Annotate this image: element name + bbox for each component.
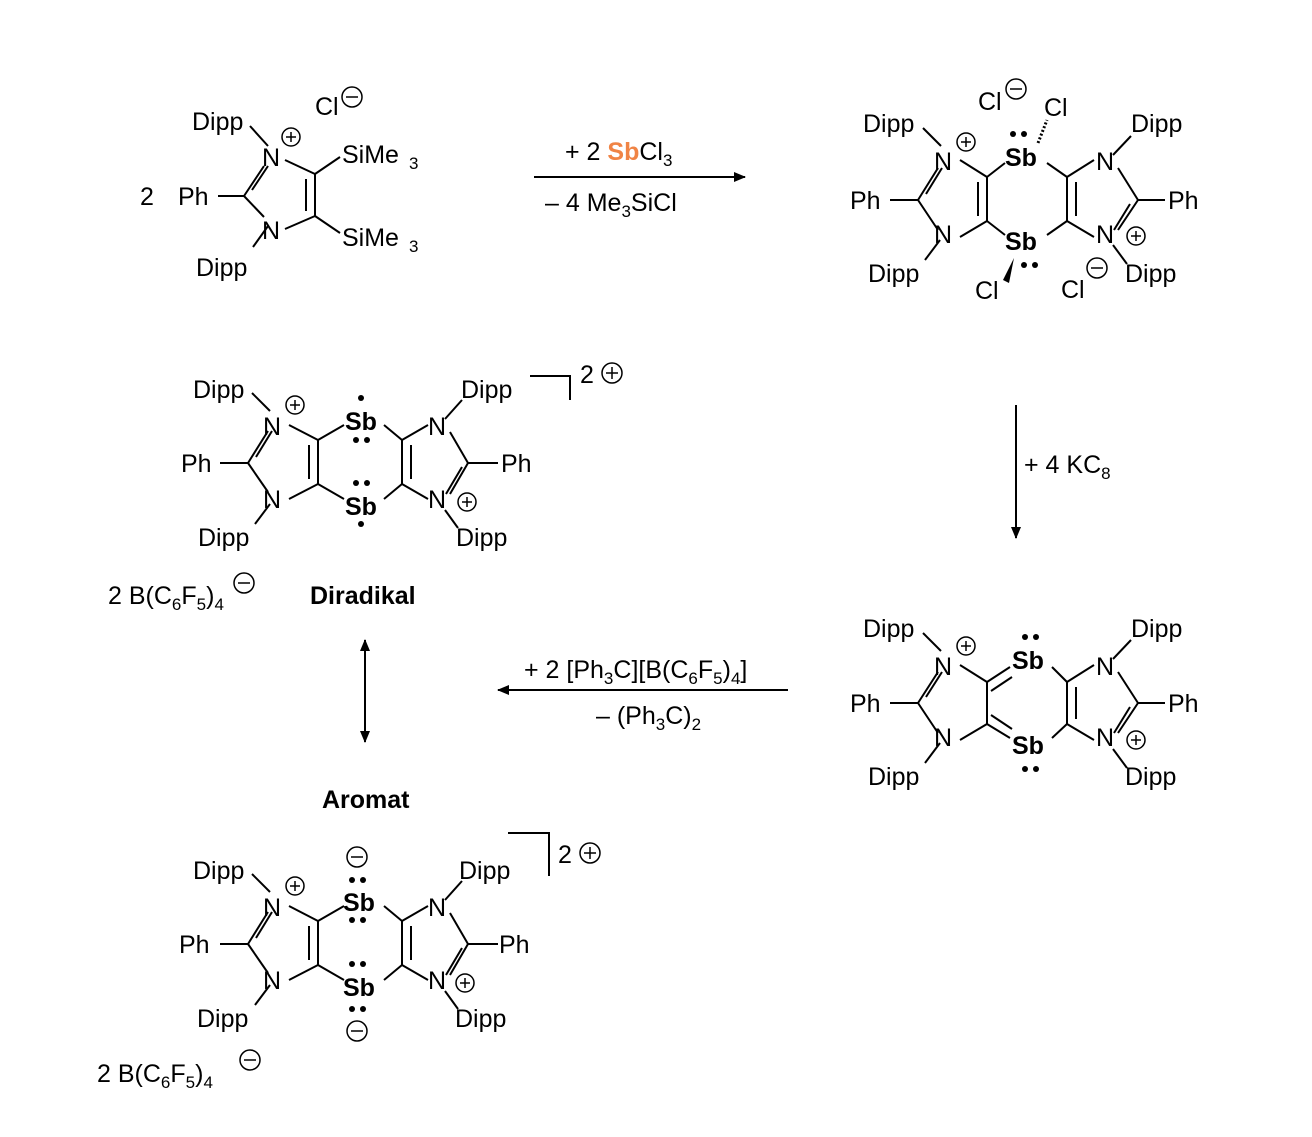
subscript: 3 xyxy=(409,154,418,173)
chloride-label: Cl xyxy=(978,88,1002,116)
dipp-label: Dipp xyxy=(198,524,249,552)
phenyl-label: Ph xyxy=(1168,690,1199,718)
nitrogen-label: N xyxy=(428,967,446,995)
chloride-label: Cl xyxy=(1061,276,1085,304)
chloro-stibine-labels: Dipp N Cl Cl Sb N Dipp Ph Ph N Sb N Dipp… xyxy=(850,88,1199,305)
dipp-label: Dipp xyxy=(863,110,914,138)
antimony-label: Sb xyxy=(1012,647,1044,675)
aromatic-caption: Aromat xyxy=(322,786,410,814)
nitrogen-label: N xyxy=(1096,221,1114,249)
reagent-label: + 2 SbCl3 xyxy=(565,138,672,170)
nitrogen-label: N xyxy=(934,653,952,681)
nitrogen-label: N xyxy=(934,221,952,249)
chloro-stibine-structure xyxy=(890,78,1165,279)
nitrogen-label: N xyxy=(428,413,446,441)
dipp-label: Dipp xyxy=(1125,763,1176,791)
antimony-label: Sb xyxy=(345,408,377,436)
chlorine-label: Cl xyxy=(975,277,999,305)
nitrogen-label: N xyxy=(263,894,281,922)
nitrogen-label: N xyxy=(262,144,280,172)
wedge-bond xyxy=(1003,258,1014,283)
phenyl-label: Ph xyxy=(850,187,881,215)
nitrogen-label: N xyxy=(934,148,952,176)
nitrogen-label: N xyxy=(262,217,280,245)
aromatic-structure xyxy=(220,832,601,1071)
dipp-label: Dipp xyxy=(1131,615,1182,643)
dipp-label: Dipp xyxy=(461,376,512,404)
phenyl-label: Ph xyxy=(1168,187,1199,215)
diradical-structure xyxy=(220,362,623,594)
aromatic-labels: Dipp N Sb N Dipp 2 Ph Ph N Sb N Dipp Dip… xyxy=(97,841,572,1092)
dipp-label: Dipp xyxy=(193,376,244,404)
nitrogen-label: N xyxy=(934,724,952,752)
chlorine-label: Cl xyxy=(1044,94,1068,122)
phenyl-label: Ph xyxy=(179,931,210,959)
antimony-label: Sb xyxy=(1012,732,1044,760)
distibene-structure xyxy=(890,632,1165,769)
dipp-label: Dipp xyxy=(868,763,919,791)
trimethylsilyl-label: SiMe xyxy=(342,224,399,252)
charge-label: 2 xyxy=(580,361,594,389)
diradical-labels: Dipp N Sb N Dipp 2 Ph Ph N Sb N Dipp Dip… xyxy=(108,361,594,614)
dipp-label: Dipp xyxy=(193,857,244,885)
phenyl-label: Ph xyxy=(850,690,881,718)
diradical-caption: Diradikal xyxy=(310,582,416,610)
dipp-label: Dipp xyxy=(197,1005,248,1033)
trimethylsilyl-label: SiMe xyxy=(342,141,399,169)
chloride-label: Cl xyxy=(315,93,339,121)
dipp-label: Dipp xyxy=(459,857,510,885)
lone-pairs xyxy=(1022,634,1039,772)
coefficient-label: 2 xyxy=(140,183,154,211)
reagent-label: + 4 KC8 xyxy=(1024,451,1111,483)
nitrogen-label: N xyxy=(1096,724,1114,752)
counterion-label: 2 B(C6F5)4 xyxy=(97,1060,213,1092)
reagent-label: + 2 [Ph3C][B(C6F5)4] xyxy=(524,656,747,688)
antimony-label: Sb xyxy=(1005,144,1037,172)
nitrogen-label: N xyxy=(263,967,281,995)
nitrogen-label: N xyxy=(263,486,281,514)
nitrogen-label: N xyxy=(1096,148,1114,176)
nitrogen-label: N xyxy=(428,894,446,922)
antimony-label: Sb xyxy=(343,974,375,1002)
charge-label: 2 xyxy=(558,841,572,869)
byproduct-label: – (Ph3C)2 xyxy=(596,702,701,734)
byproduct-label: – 4 Me3SiCl xyxy=(545,189,677,221)
dipp-label: Dipp xyxy=(456,524,507,552)
phenyl-label: Ph xyxy=(501,450,532,478)
dipp-label: Dipp xyxy=(192,108,243,136)
lone-pairs xyxy=(349,877,366,1012)
dipp-label: Dipp xyxy=(1125,260,1176,288)
antimony-label: Sb xyxy=(343,889,375,917)
dipp-label: Dipp xyxy=(1131,110,1182,138)
phenyl-label: Ph xyxy=(181,450,212,478)
antimony-label: Sb xyxy=(345,493,377,521)
distibene-labels: Dipp N Sb N Dipp Ph Ph N Sb N Dipp Dipp xyxy=(850,615,1199,791)
dipp-label: Dipp xyxy=(863,615,914,643)
imidazolium-salt-labels: Dipp N Cl SiMe 3 2 Ph N SiMe 3 Dipp xyxy=(140,93,418,282)
nitrogen-label: N xyxy=(263,413,281,441)
nitrogen-label: N xyxy=(1096,653,1114,681)
phenyl-label: Ph xyxy=(499,931,530,959)
radical-electrons xyxy=(353,395,370,527)
nitrogen-label: N xyxy=(428,486,446,514)
lone-pairs xyxy=(1010,131,1038,268)
antimony-label: Sb xyxy=(1005,228,1037,256)
dipp-label: Dipp xyxy=(868,260,919,288)
phenyl-label: Ph xyxy=(178,183,209,211)
imidazolium-salt-structure xyxy=(218,86,363,248)
counterion-label: 2 B(C6F5)4 xyxy=(108,582,224,614)
dipp-label: Dipp xyxy=(455,1005,506,1033)
dipp-label: Dipp xyxy=(196,254,247,282)
subscript: 3 xyxy=(409,237,418,256)
